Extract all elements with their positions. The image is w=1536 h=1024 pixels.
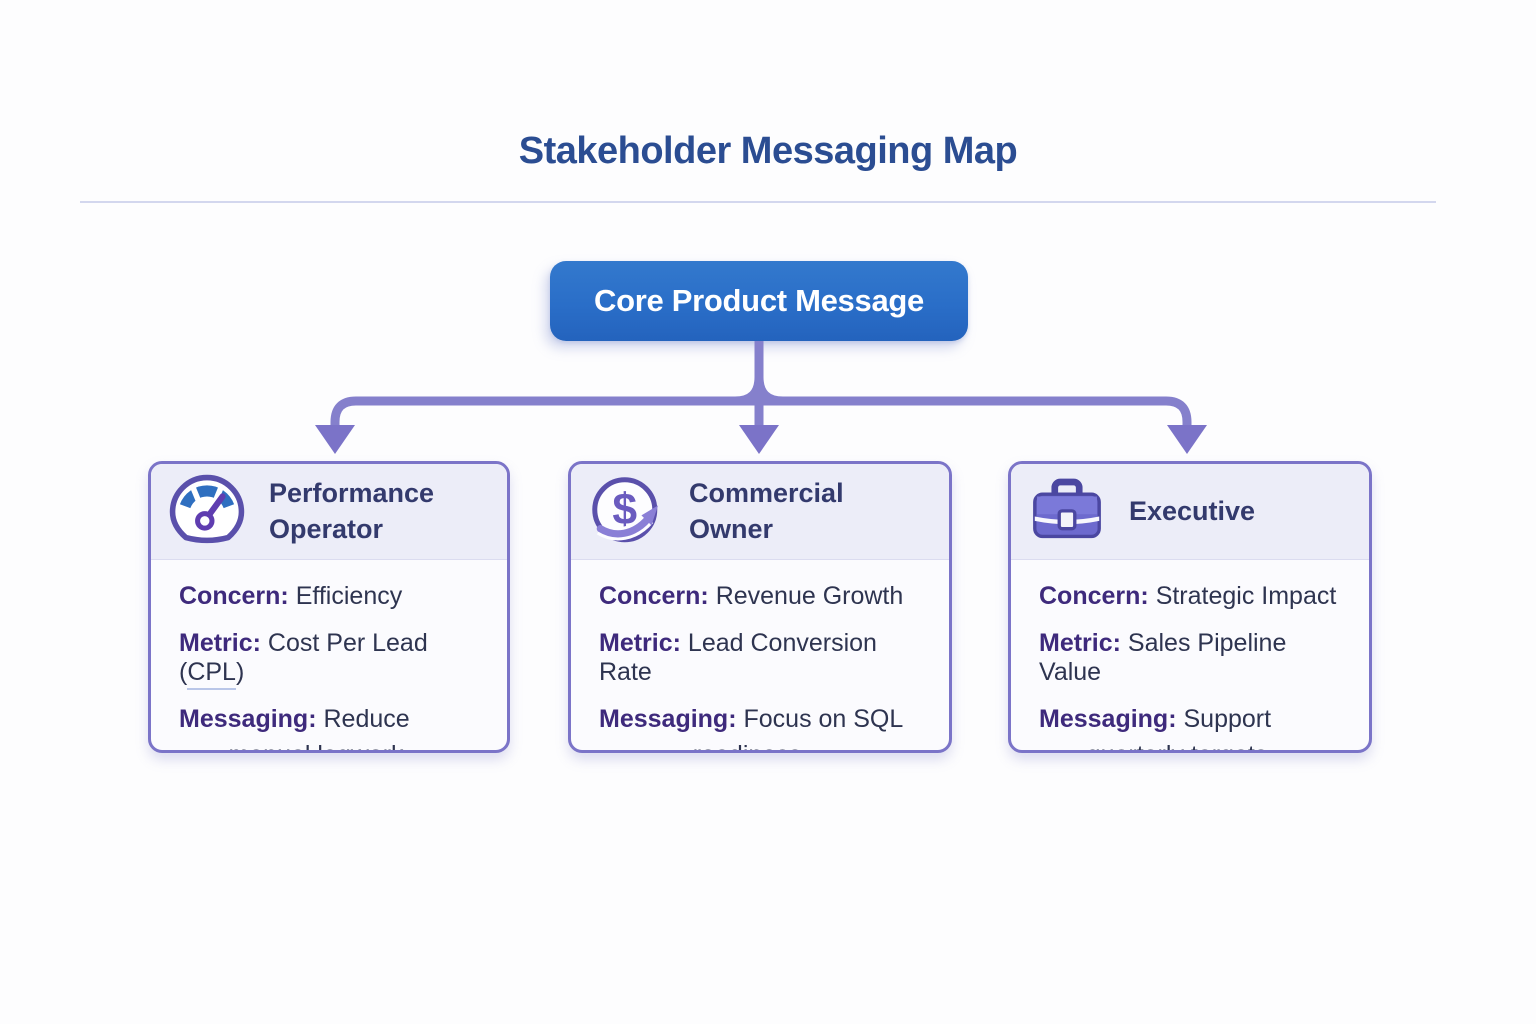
metric-value: Sales Pipeline Value [1039,628,1287,687]
card-commercial-owner-header: $ Commercial Owner [571,464,949,560]
card-commercial-owner: $ Commercial Owner Concern: Revenue Grow… [568,461,952,753]
title-divider [80,201,1436,203]
core-product-message-label: Core Product Message [594,283,924,318]
concern-row: Concern: Strategic Impact [1039,582,1345,612]
card-executive-body: Concern: Strategic Impact Metric: Sales … [1011,560,1369,751]
card-performance-operator-header: Performance Operator [151,464,507,560]
core-product-message-node: Core Product Message [550,261,968,341]
concern-label: Concern: [1039,582,1149,610]
messaging-value-line2: readiness [599,741,925,750]
metric-value: Lead Conversion Rate [599,628,877,687]
card-title: Performance Operator [269,478,435,544]
card-performance-operator: Performance Operator Concern: Efficiency… [148,461,510,753]
card-performance-operator-body: Concern: Efficiency Metric: Cost Per Lea… [151,560,507,751]
connector-arrows [315,341,1207,454]
cpl-underlined: CPL [187,658,236,690]
messaging-row: Messaging: Reduce manual legwork [179,704,483,751]
concern-value: Revenue Growth [715,582,904,610]
gauge-icon [167,472,247,552]
messaging-label: Messaging: [1039,704,1177,733]
metric-row: Metric: Lead Conversion Rate [599,629,925,688]
messaging-row: Messaging: Focus on SQL readiness [599,704,925,751]
concern-row: Concern: Efficiency [179,582,483,612]
messaging-value-line1: Focus on SQL [743,704,904,733]
dollar-growth-icon: $ [587,472,667,552]
messaging-value-line1: Reduce [323,704,410,733]
arrowhead-right-icon [1167,425,1207,454]
concern-row: Concern: Revenue Growth [599,582,925,612]
card-title: Executive [1129,495,1256,526]
page-title: Stakeholder Messaging Map [518,130,1018,172]
messaging-value-line1: Support [1183,704,1272,733]
card-executive: Executive Concern: Strategic Impact Metr… [1008,461,1372,753]
concern-label: Concern: [179,582,289,610]
arrowhead-center-icon [739,425,779,454]
connector-branch-line [330,396,1192,434]
metric-label: Metric: [599,628,681,657]
card-title: Commercial Owner [689,478,844,544]
metric-value: Cost Per Lead (CPL) [179,629,428,690]
metric-label: Metric: [1039,628,1121,657]
concern-label: Concern: [599,582,709,610]
metric-label: Metric: [179,628,261,657]
arrowhead-left-icon [315,425,355,454]
messaging-label: Messaging: [179,704,317,733]
concern-value: Efficiency [295,582,403,610]
messaging-value-line2: manual legwork [179,741,483,750]
metric-row: Metric: Cost Per Lead (CPL) [179,628,483,690]
metric-row: Metric: Sales Pipeline Value [1039,629,1345,688]
briefcase-icon [1027,472,1107,552]
card-commercial-owner-body: Concern: Revenue Growth Metric: Lead Con… [571,560,949,751]
messaging-label: Messaging: [599,704,737,733]
messaging-value-line2: quarterly targets [1039,741,1345,750]
messaging-row: Messaging: Support quarterly targets [1039,704,1345,751]
concern-value: Strategic Impact [1155,582,1337,610]
card-executive-header: Executive [1011,464,1369,560]
